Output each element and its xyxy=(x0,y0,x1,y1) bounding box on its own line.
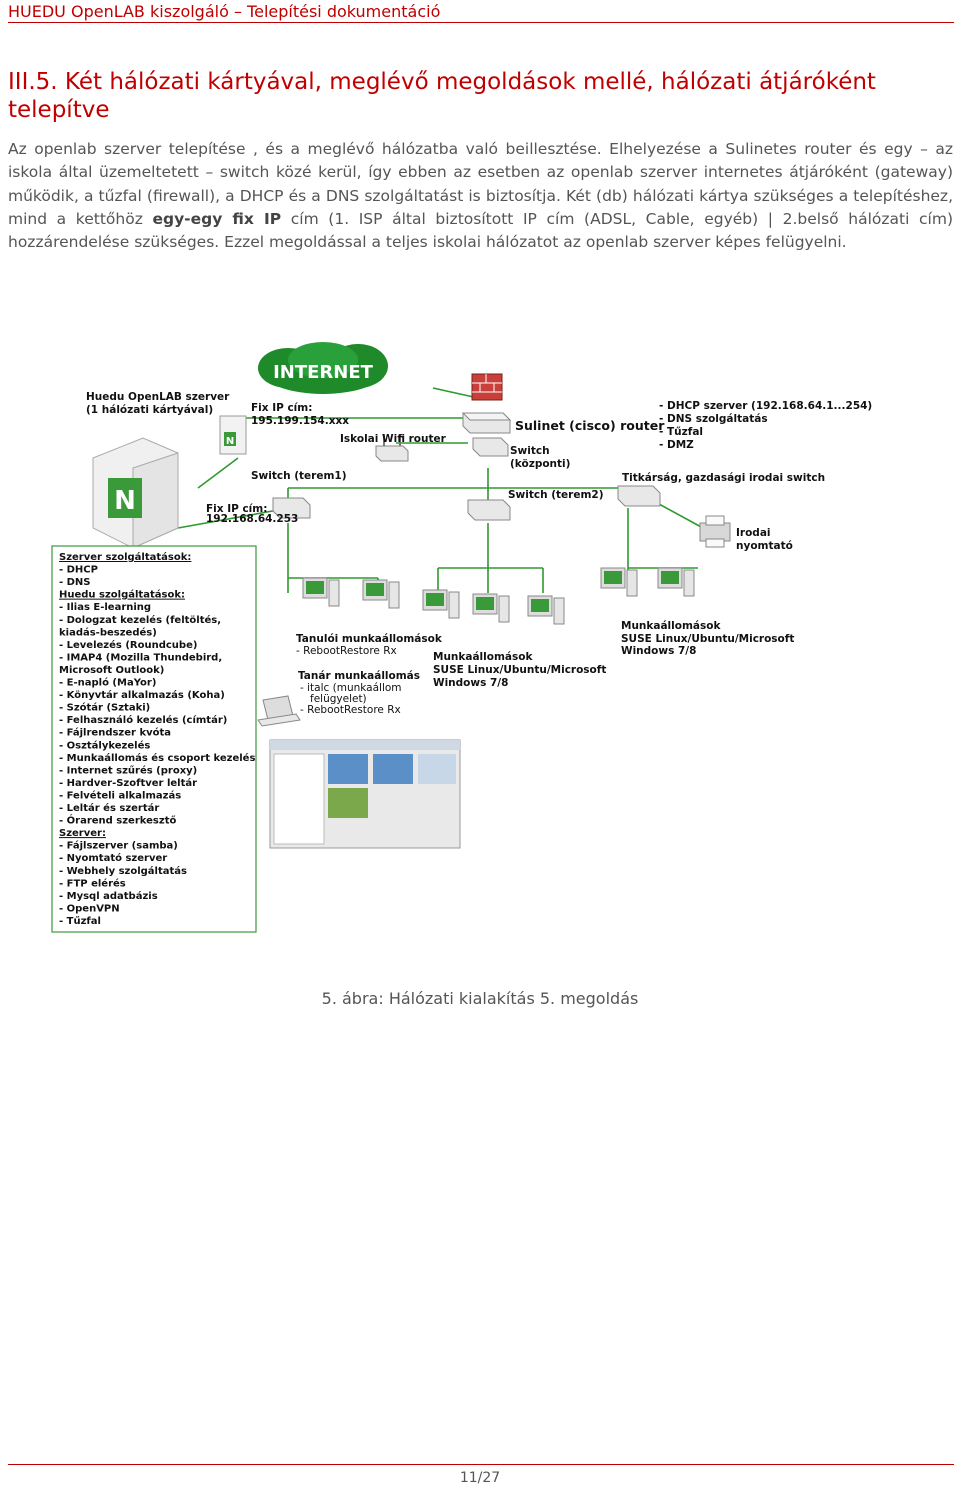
services-item: - Felvételi alkalmazás xyxy=(59,789,181,801)
ws-right-1: Munkaállomások xyxy=(621,620,721,632)
figure-caption: 5. ábra: Hálózati kialakítás 5. megoldás xyxy=(321,989,639,1008)
header-divider xyxy=(8,22,954,23)
workstation-icons xyxy=(302,567,695,625)
printer-label-2: nyomtató xyxy=(736,540,793,552)
small-server-icon: N xyxy=(219,415,247,455)
ws-center-3: Windows 7/8 xyxy=(433,677,508,689)
services-item: - Mysql adatbázis xyxy=(59,890,158,902)
server-badge: N xyxy=(114,486,136,516)
student-ws-sub: - RebootRestore Rx xyxy=(296,645,397,657)
services-item: - Szótár (Sztaki) xyxy=(59,702,150,714)
ws-right-3: Windows 7/8 xyxy=(621,645,696,657)
services-item: - FTP elérés xyxy=(59,877,126,889)
services-heading: Huedu szolgáltatások: xyxy=(59,589,185,601)
page-number: 11/27 xyxy=(459,1470,501,1486)
switch-terem2-icon xyxy=(467,499,511,521)
services-item: - Fájlrendszer kvóta xyxy=(59,727,171,739)
footer-divider xyxy=(8,1464,954,1465)
diagram-labels: Huedu OpenLAB szerver (1 hálózati kártyá… xyxy=(86,391,872,716)
services-item: - DHCP xyxy=(59,565,98,576)
teacher-ws-sub-2: felügyelet) xyxy=(310,693,367,705)
server-services-box: Szerver szolgáltatások: - DHCP- DNSHuedu … xyxy=(51,545,257,933)
sulinet-router-label: Sulinet (cisco) router xyxy=(515,418,665,433)
office-switch-icon xyxy=(617,485,661,507)
services-item: - Levelezés (Roundcube) xyxy=(59,639,197,651)
switch-terem1-icon xyxy=(272,497,311,519)
student-ws-label: Tanulói munkaállomások xyxy=(296,633,443,645)
services-item: - Órarend szerkesztő xyxy=(59,814,176,827)
fix-ip-1-label: Fix IP cím: xyxy=(251,402,312,414)
office-switch-label: Titkárság, gazdasági irodai switch xyxy=(622,472,825,484)
internet-cloud-icon: INTERNET xyxy=(258,342,388,394)
services-item: - Nyomtató szerver xyxy=(59,852,167,864)
firewall-icon xyxy=(471,373,503,401)
services-heading: Szerver szolgáltatások: xyxy=(59,551,191,563)
services-item: - Felhasználó kezelés (címtár) xyxy=(59,714,227,726)
services-item: - Internet szűrés (proxy) xyxy=(59,764,197,776)
ws-center-1: Munkaállomások xyxy=(433,651,533,663)
fix-ip-2-value: 192.168.64.253 xyxy=(206,513,298,525)
wifi-router-icon xyxy=(375,434,409,462)
server-label-1: Huedu OpenLAB szerver xyxy=(86,391,230,403)
services-item: - Munkaállomás és csoport kezelés xyxy=(59,752,255,764)
teacher-ws-label: Tanár munkaállomás xyxy=(298,670,420,682)
router-service-2: - DNS szolgáltatás xyxy=(659,413,768,425)
services-item: - Fájlszerver (samba) xyxy=(59,840,178,852)
services-item: kiadás-beszedés) xyxy=(59,626,157,638)
teacher-ws-sub-3: - RebootRestore Rx xyxy=(300,704,401,716)
switch-terem1-label: Switch (terem1) xyxy=(251,470,347,482)
services-item: - Dologzat kezelés (feltöltés, xyxy=(59,614,221,626)
services-item: - Webhely szolgáltatás xyxy=(59,865,187,877)
body-text-1: Az openlab szerver telepítése , és a meg… xyxy=(8,140,953,228)
laptop-icon xyxy=(257,695,301,727)
services-heading: Szerver: xyxy=(59,828,106,839)
document-header-title: HUEDU OpenLAB kiszolgáló – Telepítési do… xyxy=(8,2,441,21)
wifi-router-label: Iskolai Wifi router xyxy=(340,433,447,445)
services-item: - Könyvtár alkalmazás (Koha) xyxy=(59,689,225,701)
switch-kozponti-label-2: (központi) xyxy=(510,458,570,470)
internet-label: INTERNET xyxy=(273,362,374,383)
central-switch-icon xyxy=(472,437,509,457)
services-item: - OpenVPN xyxy=(59,903,120,914)
printer-label-1: Irodai xyxy=(736,527,771,539)
services-item: - E-napló (MaYor) xyxy=(59,677,156,689)
teacher-ws-sub-1: - italc (munkaállom xyxy=(300,682,402,694)
router-service-4: - DMZ xyxy=(659,439,694,451)
openlab-server-icon: N xyxy=(92,437,179,549)
body-bold: egy-egy fix IP xyxy=(152,209,282,228)
server-label-2: (1 hálózati kártyával) xyxy=(86,404,213,416)
body-text-2: cím (1. ISP által biztosított IP cím (AD… xyxy=(8,209,953,252)
sulinet-router-icon xyxy=(461,412,512,434)
services-item: Microsoft Outlook) xyxy=(59,665,164,676)
ws-center-2: SUSE Linux/Ubuntu/Microsoft xyxy=(433,664,606,676)
body-paragraph: Az openlab szerver telepítése , és a meg… xyxy=(8,138,953,254)
router-service-1: - DHCP szerver (192.168.64.1...254) xyxy=(659,400,872,412)
router-service-3: - Tűzfal xyxy=(659,426,703,438)
software-screenshot-thumbnail xyxy=(269,739,461,849)
services-item: - Leltár és szertár xyxy=(59,802,159,814)
services-item: - DNS xyxy=(59,577,91,588)
network-diagram: INTERNET N xyxy=(48,338,912,938)
services-item: - Ilias E-learning xyxy=(59,602,151,613)
switch-terem2-label: Switch (terem2) xyxy=(508,489,604,501)
printer-icon xyxy=(699,515,731,548)
ws-right-2: SUSE Linux/Ubuntu/Microsoft xyxy=(621,633,794,645)
services-item: - Hardver-Szoftver leltár xyxy=(59,777,197,789)
fix-ip-1-value: 195.199.154.xxx xyxy=(251,415,349,427)
section-title: III.5. Két hálózati kártyával, meglévő m… xyxy=(8,69,876,123)
services-item: - Osztálykezelés xyxy=(59,739,150,751)
switch-kozponti-label-1: Switch xyxy=(510,445,550,457)
fix-ip-2-label: Fix IP cím: xyxy=(206,503,267,515)
services-item: - IMAP4 (Mozilla Thundebird, xyxy=(59,652,222,663)
services-item: - Tűzfal xyxy=(59,915,101,927)
svg-text:N: N xyxy=(226,436,234,447)
